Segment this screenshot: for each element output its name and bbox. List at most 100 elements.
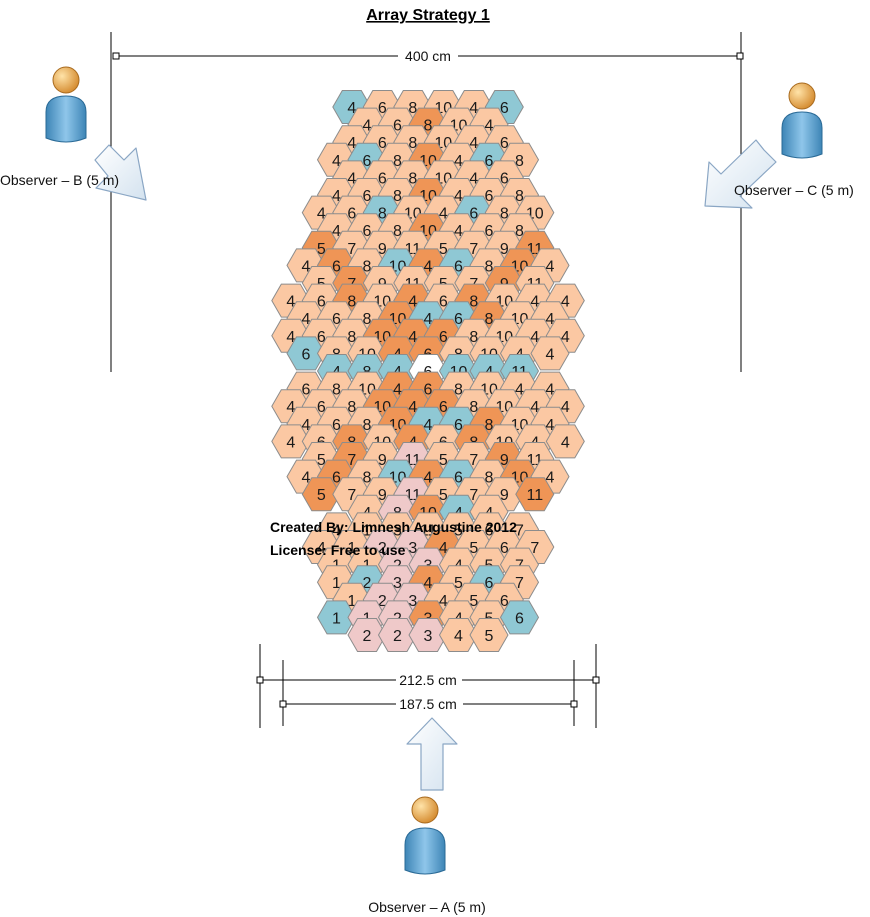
hex-number: 4 <box>302 417 311 434</box>
hex-cell: 4 <box>271 424 311 459</box>
hex-number: 8 <box>347 399 356 416</box>
hex-shape <box>408 618 448 652</box>
observer-b: Observer – B (5 m) <box>0 66 147 201</box>
hex-number: 7 <box>347 452 356 469</box>
hex-number: 5 <box>317 452 326 469</box>
hex-number: 6 <box>485 188 494 205</box>
hex-cell: 2 <box>347 618 387 652</box>
hex-number: 4 <box>515 382 524 399</box>
hex-shape <box>271 424 311 459</box>
hex-number: 6 <box>378 170 387 187</box>
hex-number: 5 <box>454 522 463 539</box>
hex-number: 6 <box>439 329 448 346</box>
observer-c-arrow-icon <box>704 139 777 209</box>
hex-number: 4 <box>454 188 463 205</box>
hex-number: 4 <box>546 346 555 363</box>
hex-number: 6 <box>485 522 494 539</box>
hex-number: 8 <box>485 470 494 487</box>
hex-number: 9 <box>500 452 509 469</box>
hex-number: 8 <box>485 417 494 434</box>
hex-number: 4 <box>408 329 417 346</box>
hex-number: 5 <box>469 540 478 557</box>
hex-number: 6 <box>515 610 524 627</box>
hex-number: 8 <box>485 258 494 275</box>
hex-shape <box>515 477 555 512</box>
hex-number: 4 <box>439 540 448 557</box>
hex-shape <box>469 618 509 652</box>
hex-cell: 4 <box>530 336 570 371</box>
hex-cell: 11 <box>515 477 555 512</box>
hex-cell: 5 <box>301 477 341 512</box>
hex-number: 4 <box>561 434 570 451</box>
hex-number: 8 <box>500 206 509 223</box>
observer-c-label: Observer – C (5 m) <box>734 182 854 198</box>
hex-shape <box>301 477 341 512</box>
hex-cell: 6 <box>499 600 540 635</box>
hex-number: 5 <box>439 241 448 258</box>
hex-number: 4 <box>561 294 570 311</box>
hex-number: 9 <box>378 452 387 469</box>
hex-number: 2 <box>378 593 387 610</box>
hex-number: 4 <box>530 294 539 311</box>
hex-number: 4 <box>302 258 311 275</box>
observer-b-label: Observer – B (5 m) <box>0 172 119 188</box>
hex-number: 4 <box>393 382 402 399</box>
hex-number: 4 <box>469 135 478 152</box>
hex-number: 2 <box>378 540 387 557</box>
hex-number: 4 <box>454 628 463 645</box>
hex-number: 7 <box>530 540 539 557</box>
hex-number: 6 <box>454 417 463 434</box>
hex-number: 5 <box>469 593 478 610</box>
hex-number: 8 <box>332 382 341 399</box>
hex-number: 7 <box>469 487 478 504</box>
hex-number: 3 <box>393 522 402 539</box>
top-dimension-label: 400 cm <box>405 48 451 64</box>
hex-number: 4 <box>286 434 295 451</box>
hex-cell: 4 <box>438 618 479 652</box>
hex-number: 6 <box>332 417 341 434</box>
hex-number: 5 <box>439 452 448 469</box>
hex-number: 6 <box>363 153 372 170</box>
observer-a: Observer – A (5 m) <box>368 717 486 915</box>
hex-number: 4 <box>454 223 463 240</box>
hex-number: 4 <box>424 311 433 328</box>
hex-number: 4 <box>347 170 356 187</box>
hex-number: 5 <box>317 487 326 504</box>
hex-number: 8 <box>393 188 402 205</box>
hex-number: 7 <box>469 241 478 258</box>
hex-number: 4 <box>302 311 311 328</box>
hex-number: 6 <box>500 540 509 557</box>
hex-number: 6 <box>500 593 509 610</box>
hex-shape <box>438 618 479 652</box>
hex-shape <box>316 600 357 635</box>
hex-number: 4 <box>408 399 417 416</box>
hex-number: 4 <box>286 329 295 346</box>
hex-number: 1 <box>347 540 356 557</box>
hex-number: 4 <box>439 206 448 223</box>
hex-number: 4 <box>332 522 341 539</box>
hex-number: 5 <box>454 575 463 592</box>
hex-number: 4 <box>530 399 539 416</box>
hex-number: 8 <box>363 311 372 328</box>
hex-number: 8 <box>347 329 356 346</box>
hex-cell: 1 <box>316 600 357 635</box>
hex-number: 7 <box>515 522 524 539</box>
diagram-title: Array Strategy 1 <box>366 7 490 24</box>
hex-number: 6 <box>485 153 494 170</box>
hex-number: 6 <box>500 100 509 117</box>
hex-number: 6 <box>302 346 311 363</box>
hex-number: 4 <box>561 329 570 346</box>
hex-number: 5 <box>439 487 448 504</box>
hex-number: 8 <box>515 223 524 240</box>
hex-number: 4 <box>546 258 555 275</box>
hex-number: 9 <box>500 487 509 504</box>
hex-number: 8 <box>347 294 356 311</box>
hex-number: 4 <box>317 206 326 223</box>
hex-number: 3 <box>424 628 433 645</box>
hex-number: 6 <box>454 311 463 328</box>
hex-number: 6 <box>302 382 311 399</box>
hex-number: 1 <box>347 593 356 610</box>
hex-number: 6 <box>378 135 387 152</box>
hex-cell: 2 <box>377 618 418 652</box>
hex-shape <box>377 618 418 652</box>
